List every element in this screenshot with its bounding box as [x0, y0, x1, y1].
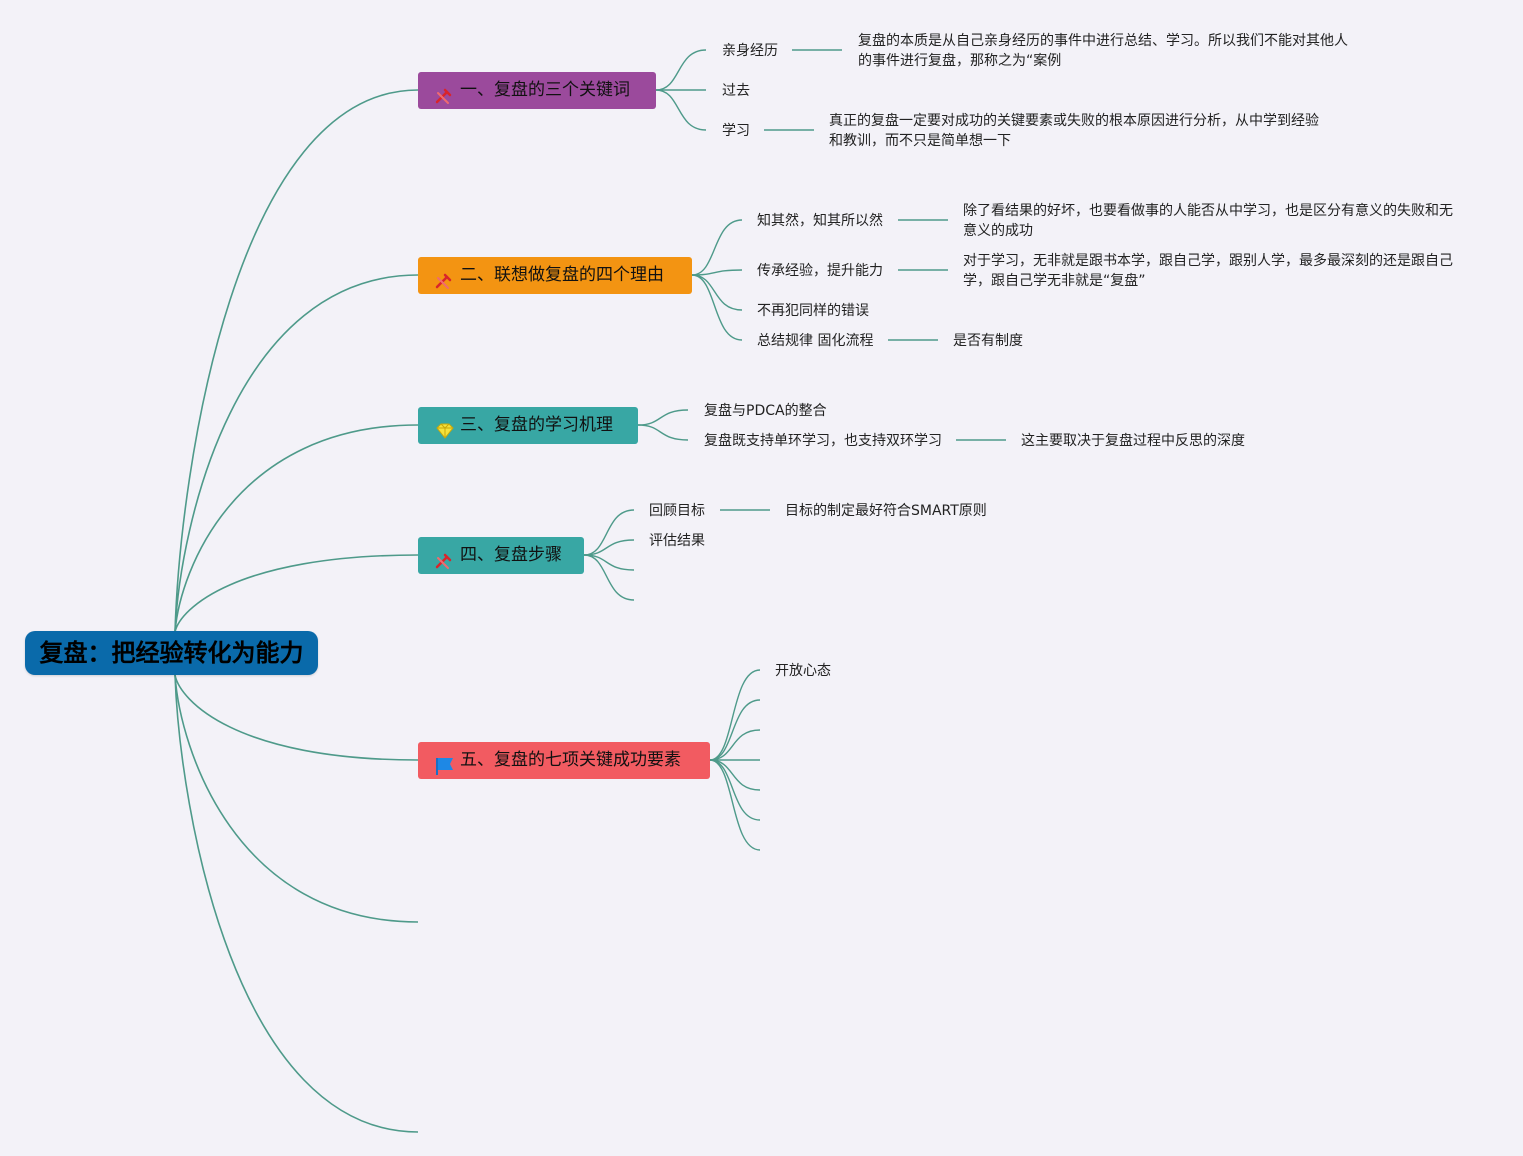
subtopic-review-goals[interactable]: 回顾目标 [649, 503, 705, 519]
subtopic-personal-experience[interactable]: 亲身经历 [722, 43, 778, 59]
connector-line [709, 729, 761, 761]
connector-line [174, 674, 419, 1133]
connector-line [174, 89, 419, 633]
subtopic-open-mind[interactable]: 开放心态 [775, 663, 831, 679]
subtopic-learning[interactable]: 学习 [722, 123, 750, 139]
note-know-why[interactable]: 除了看结果的好坏，也要看做事的人能否从中学习，也是区分有意义的失败和无 意义的成… [963, 203, 1453, 239]
branch-label: 四、复盘步骤 [460, 545, 562, 565]
connector-line [655, 89, 707, 131]
subtopic-past[interactable]: 过去 [722, 83, 750, 99]
note-reflection-depth[interactable]: 这主要取决于复盘过程中反思的深度 [1021, 433, 1245, 449]
note-pass-on-experience[interactable]: 对于学习，无非就是跟书本学，跟自己学，跟别人学，最多最深刻的还是跟自己 学，跟自… [963, 253, 1453, 289]
connector-line [691, 219, 743, 276]
connector-line [174, 424, 419, 633]
branch-learning-mechanism[interactable]: 三、复盘的学习机理 [418, 407, 638, 444]
note-learning[interactable]: 真正的复盘一定要对成功的关键要素或失败的根本原因进行分析，从中学到经验 和教训，… [829, 113, 1319, 149]
connector-line [583, 509, 635, 556]
flag-icon [434, 752, 456, 775]
connector-line [655, 49, 707, 91]
connector-line [583, 554, 635, 601]
connector-line [583, 539, 635, 556]
branch-keywords[interactable]: 一、复盘的三个关键词 [418, 72, 656, 109]
subtopic-evaluate-results[interactable]: 评估结果 [649, 533, 705, 549]
connector-line [709, 759, 761, 851]
connector-line [709, 699, 761, 761]
subtopic-single-double-loop[interactable]: 复盘既支持单环学习，也支持双环学习 [704, 433, 942, 449]
connector-line [174, 554, 419, 633]
connector-line [709, 759, 761, 791]
connector-line [709, 669, 761, 761]
tools-icon [434, 547, 456, 569]
subtopic-no-repeat-mistakes[interactable]: 不再犯同样的错误 [757, 303, 869, 319]
tools-icon [434, 82, 456, 104]
connector-line [174, 674, 419, 923]
branch-seven-factors[interactable]: 五、复盘的七项关键成功要素 [418, 742, 710, 779]
branch-label: 五、复盘的七项关键成功要素 [460, 750, 681, 770]
subtopic-pass-on-experience[interactable]: 传承经验，提升能力 [757, 263, 883, 279]
connector-line [691, 274, 743, 311]
connector-line [174, 274, 419, 633]
note-personal-experience[interactable]: 复盘的本质是从自己亲身经历的事件中进行总结、学习。所以我们不能对其他人 的事件进… [858, 33, 1348, 69]
branch-steps[interactable]: 四、复盘步骤 [418, 537, 584, 574]
subtopic-pdca[interactable]: 复盘与PDCA的整合 [704, 403, 827, 419]
connector-line [174, 674, 419, 761]
tools-icon [434, 267, 456, 289]
diamond-icon [434, 417, 456, 439]
connector-line [637, 424, 689, 441]
subtopic-summarize-rules[interactable]: 总结规律 固化流程 [757, 333, 874, 349]
subtopic-know-why[interactable]: 知其然，知其所以然 [757, 213, 883, 229]
connector-line [637, 409, 689, 426]
branch-four-reasons[interactable]: 二、联想做复盘的四个理由 [418, 257, 692, 294]
branch-label: 三、复盘的学习机理 [460, 415, 613, 435]
note-has-system[interactable]: 是否有制度 [953, 333, 1023, 349]
connector-line [691, 269, 743, 276]
branch-label: 一、复盘的三个关键词 [460, 80, 630, 100]
note-smart[interactable]: 目标的制定最好符合SMART原则 [785, 503, 987, 519]
connector-line [691, 274, 743, 341]
root-topic[interactable]: 复盘：把经验转化为能力 [25, 631, 318, 675]
branch-label: 二、联想做复盘的四个理由 [460, 265, 664, 285]
